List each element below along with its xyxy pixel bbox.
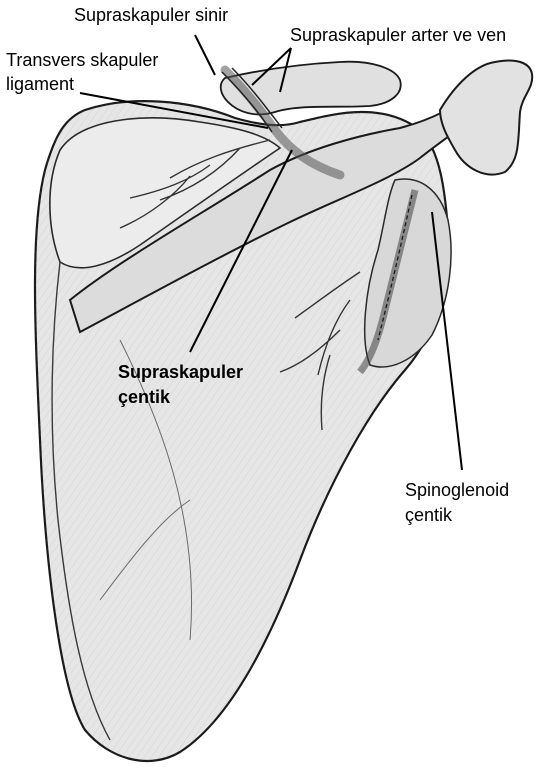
label-transverse-ligament-line1: Transvers skapuler [6,49,158,71]
label-spinoglenoid-notch-line1: Spinoglenoid [405,479,509,501]
label-transverse-ligament-line2: ligament [6,73,74,95]
label-suprascapular-notch-line2: çentik [118,386,170,408]
acromion [440,61,532,175]
leader-line-nerve [195,35,215,75]
label-suprascapular-notch-line1: Supraskapuler [118,361,243,383]
label-suprascapular-artery-vein: Supraskapuler arter ve ven [290,24,506,46]
label-suprascapular-nerve: Supraskapuler sinir [74,4,228,26]
label-spinoglenoid-notch-line2: çentik [405,504,452,526]
